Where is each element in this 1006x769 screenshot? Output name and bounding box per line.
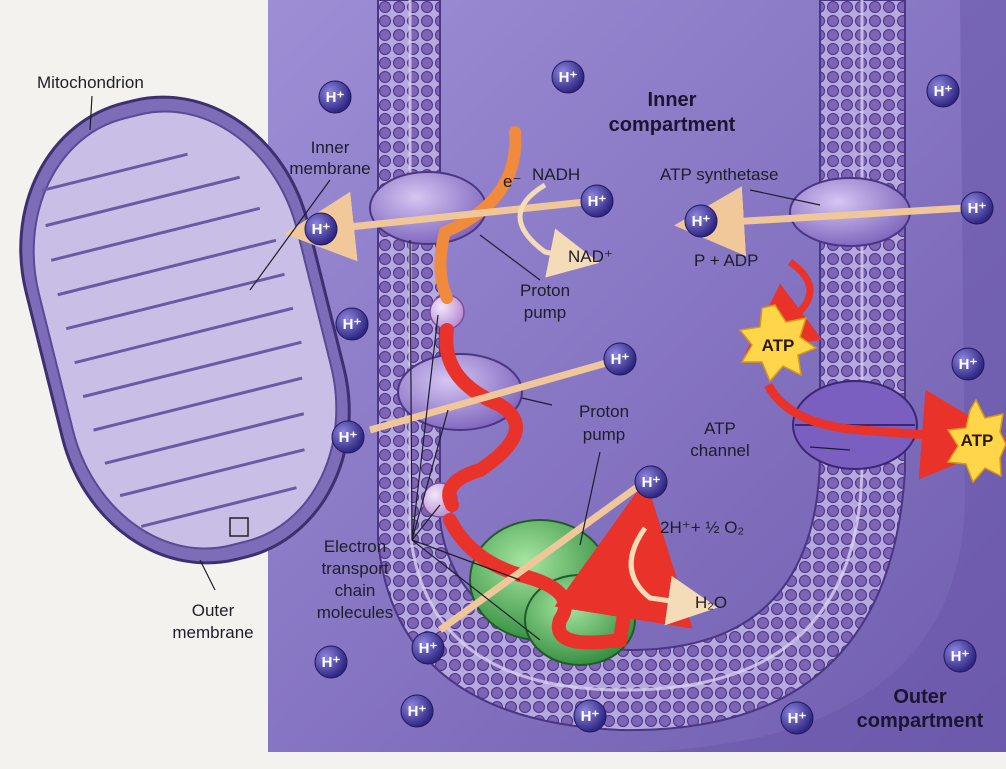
svg-text:H⁺: H⁺: [611, 351, 630, 368]
label-nadh: NADH: [532, 165, 580, 184]
proton-pump-1: [370, 172, 486, 244]
h-ion: H⁺: [315, 646, 347, 678]
label-inner-membrane-2: membrane: [289, 159, 370, 178]
svg-text:H⁺: H⁺: [322, 654, 341, 671]
label-inner-compartment-1: Inner: [648, 89, 697, 111]
h-ion: H⁺: [332, 421, 364, 453]
h-ion: H⁺: [401, 695, 433, 727]
svg-text:H⁺: H⁺: [642, 474, 661, 491]
h-ion: H⁺: [944, 640, 976, 672]
svg-text:H⁺: H⁺: [408, 703, 427, 720]
h-ion: H⁺: [685, 205, 717, 237]
label-outer-compartment-1: Outer: [893, 686, 947, 708]
h-ion: H⁺: [574, 700, 606, 732]
label-reaction: 2H⁺+ ½ O₂: [660, 518, 744, 537]
label-mitochondrion: Mitochondrion: [37, 73, 144, 92]
label-outer-membrane-1: Outer: [192, 601, 235, 620]
label-etc-2: transport: [321, 559, 388, 578]
h-ion: H⁺: [336, 308, 368, 340]
h-ion: H⁺: [412, 632, 444, 664]
h-ion: H⁺: [927, 75, 959, 107]
label-atp-channel-1: ATP: [704, 419, 736, 438]
svg-text:H⁺: H⁺: [343, 316, 362, 333]
svg-text:H⁺: H⁺: [959, 356, 978, 373]
h-ion: H⁺: [952, 348, 984, 380]
h-ion: H⁺: [635, 466, 667, 498]
label-atp-outer: ATP: [961, 431, 994, 450]
label-etc-3: chain: [335, 581, 376, 600]
h-ion: H⁺: [961, 192, 993, 224]
h-ion: H⁺: [305, 213, 337, 245]
svg-text:H⁺: H⁺: [419, 640, 438, 657]
label-etc-4: molecules: [317, 603, 394, 622]
label-p-adp: P + ADP: [694, 251, 758, 270]
label-electron: e⁻: [503, 172, 521, 191]
label-proton-pump-a-1: Proton: [520, 281, 570, 300]
svg-text:H⁺: H⁺: [326, 89, 345, 106]
svg-text:H⁺: H⁺: [934, 83, 953, 100]
label-nad: NAD⁺: [568, 247, 613, 266]
svg-text:H⁺: H⁺: [788, 710, 807, 727]
label-proton-pump-b-2: pump: [583, 425, 626, 444]
label-water: H₂O: [695, 593, 727, 612]
label-inner-compartment-2: compartment: [609, 114, 736, 136]
svg-text:H⁺: H⁺: [951, 648, 970, 665]
label-atp-channel-2: channel: [690, 441, 750, 460]
label-etc-1: Electron: [324, 537, 386, 556]
svg-text:H⁺: H⁺: [581, 708, 600, 725]
svg-text:H⁺: H⁺: [339, 429, 358, 446]
svg-text:H⁺: H⁺: [968, 200, 987, 217]
svg-text:H⁺: H⁺: [692, 213, 711, 230]
h-ion: H⁺: [552, 61, 584, 93]
h-ion: H⁺: [581, 185, 613, 217]
label-outer-compartment-2: compartment: [857, 710, 984, 732]
label-proton-pump-b-1: Proton: [579, 402, 629, 421]
label-atp-synthetase: ATP synthetase: [660, 165, 778, 184]
svg-text:H⁺: H⁺: [588, 193, 607, 210]
label-inner-membrane-1: Inner: [311, 138, 350, 157]
label-outer-membrane-2: membrane: [172, 623, 253, 642]
h-ion: H⁺: [319, 81, 351, 113]
label-proton-pump-a-2: pump: [524, 303, 567, 322]
h-ion: H⁺: [781, 702, 813, 734]
svg-text:H⁺: H⁺: [559, 69, 578, 86]
h-ion: H⁺: [604, 343, 636, 375]
label-atp-inner: ATP: [762, 336, 795, 355]
svg-text:H⁺: H⁺: [312, 221, 331, 238]
